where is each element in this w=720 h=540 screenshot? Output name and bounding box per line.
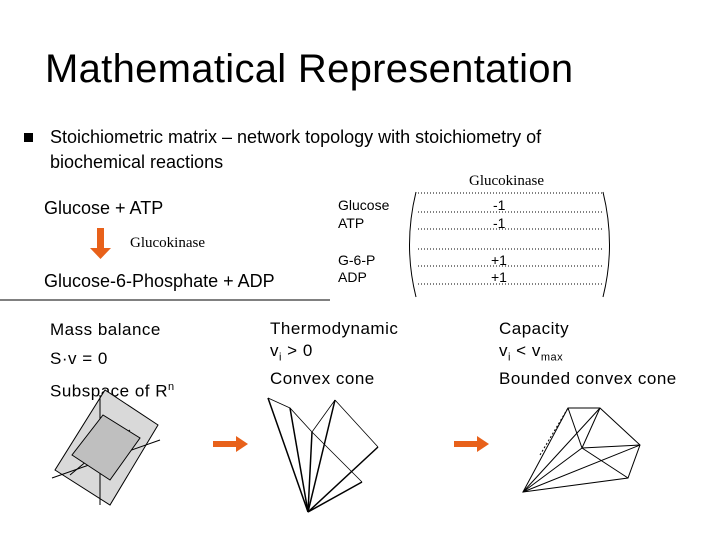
- thermodynamic-text: Thermodynamic vi > 0 Convex cone: [270, 318, 398, 390]
- reaction-substrates: Glucose + ATP: [44, 198, 164, 218]
- convex-cone-label: Convex cone: [270, 369, 375, 389]
- bullet-square-icon: [24, 133, 33, 142]
- subspace-plane-diagram: [51, 389, 161, 506]
- mass-balance-title: Mass balance: [50, 320, 161, 339]
- matrix-row-label-glucose: Glucose: [338, 197, 390, 213]
- convex-cone-diagram: [267, 397, 379, 513]
- slide-title: Mathematical Representation: [45, 47, 574, 91]
- capacity-title: Capacity: [499, 319, 570, 338]
- matrix-cell-adp: +1: [491, 269, 507, 285]
- v-subscript: i: [508, 351, 511, 364]
- bounded-cone-label: Bounded convex cone: [499, 369, 677, 389]
- constraint-rest: > 0: [281, 341, 313, 360]
- reaction-arrow-icon: [90, 228, 111, 259]
- thermodynamic-constraint: vi > 0: [270, 340, 398, 368]
- arrow-right-icon: [454, 436, 489, 452]
- matrix-grid-lines: [418, 192, 604, 285]
- v-symbol: v: [499, 341, 508, 360]
- matrix-cell-atp: -1: [493, 215, 506, 231]
- matrix-column-header: Glucokinase: [469, 173, 544, 189]
- bullet-line-2: biochemical reactions: [50, 152, 224, 172]
- mass-balance-equation: S·v = 0: [50, 349, 108, 368]
- matrix-row-label-g6p: G-6-P: [338, 252, 376, 268]
- constraint-mid: < v: [510, 341, 541, 360]
- subspace-label: Subspace of R: [50, 381, 169, 401]
- matrix-left-bracket: [409, 191, 417, 298]
- vmax-subscript: max: [540, 351, 564, 364]
- bullet-line-1: Stoichiometric matrix – network topology…: [50, 127, 542, 147]
- v-symbol: v: [270, 341, 279, 360]
- reaction-products: Glucose-6-Phosphate + ADP: [44, 271, 275, 291]
- matrix-right-bracket: [602, 191, 610, 298]
- capacity-constraint: vi < vmax: [499, 340, 677, 368]
- arrow-right-icon: [213, 436, 248, 452]
- bounded-cone-diagram: [522, 407, 641, 493]
- v-subscript: i: [279, 351, 282, 364]
- mass-balance-text: Mass balance S·v = 0 Subspace of Rn: [50, 315, 175, 406]
- reaction-enzyme: Glucokinase: [130, 235, 205, 251]
- matrix-cell-glucose: -1: [493, 197, 506, 213]
- capacity-text: Capacity vi < vmax Bounded convex cone: [499, 318, 677, 390]
- matrix-row-label-adp: ADP: [338, 269, 367, 285]
- bullet-text: Stoichiometric matrix – network topology…: [50, 125, 541, 175]
- matrix-row-label-atp: ATP: [338, 215, 365, 231]
- thermodynamic-title: Thermodynamic: [270, 319, 399, 338]
- matrix-cell-g6p: +1: [491, 252, 507, 268]
- subspace-superscript: n: [168, 381, 175, 393]
- subspace-line: Subspace of Rn: [50, 373, 175, 406]
